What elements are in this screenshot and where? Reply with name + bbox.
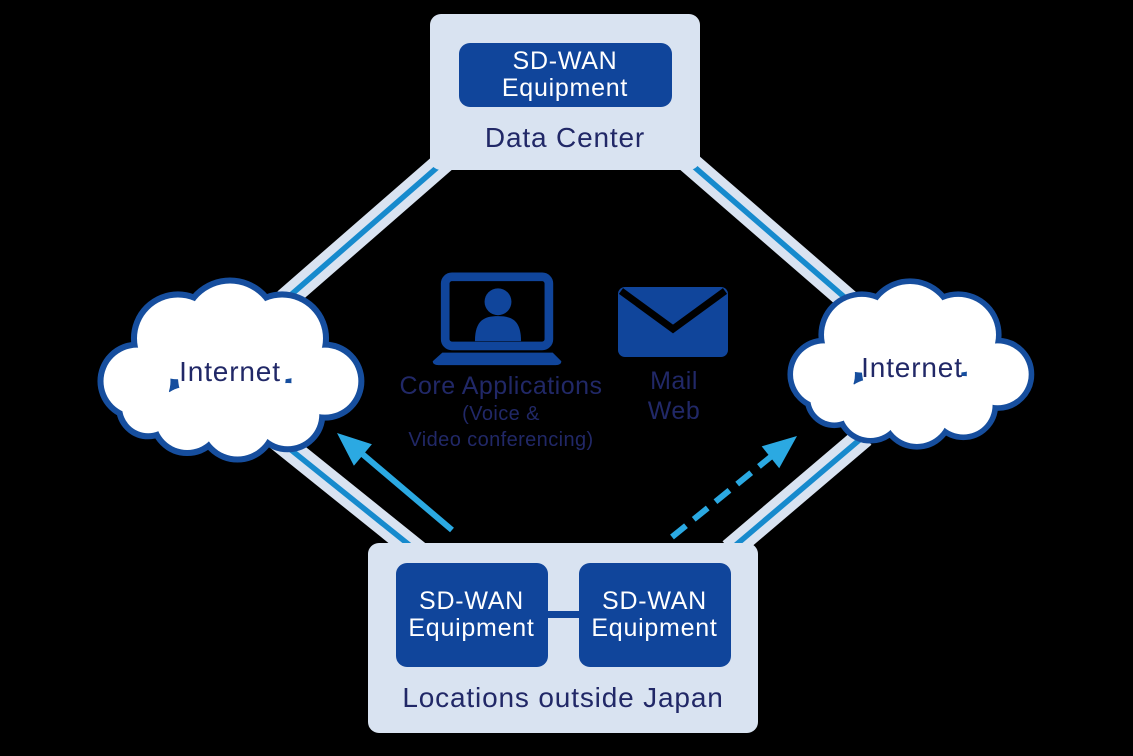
- core-applications-caption: Core Applications (Voice & Video confere…: [355, 372, 647, 453]
- video-conference-icon: [432, 272, 562, 366]
- mail-label: Mail: [650, 367, 698, 395]
- web-label: Web: [647, 397, 701, 425]
- locations-panel: SD-WAN Equipment SD-WAN Equipment Locati…: [368, 543, 758, 733]
- locations-label: Locations outside Japan: [402, 682, 724, 713]
- band-datacenter-internet-right: [676, 149, 858, 311]
- core-applications-subtitle-1: (Voice &: [462, 403, 540, 425]
- sdwan-label-line2: Equipment: [408, 614, 535, 642]
- solid-arrow-to-internet-left: [337, 433, 454, 533]
- core-applications-subtitle-2: Video conferencing): [408, 429, 594, 451]
- internet-left-label: Internet: [179, 356, 281, 387]
- sdwan-equipment-left: SD-WAN Equipment: [395, 563, 548, 667]
- equipment-row: SD-WAN Equipment SD-WAN Equipment: [368, 563, 758, 667]
- sdwan-label-line2: Equipment: [501, 74, 629, 102]
- mail-icon: [618, 287, 728, 357]
- sdwan-label-line2: Equipment: [591, 614, 718, 642]
- band-datacenter-internet-left: [277, 149, 456, 309]
- internet-right-label: Internet: [861, 352, 963, 383]
- sdwan-label-line1: SD-WAN: [602, 587, 707, 615]
- data-center-label: Data Center: [484, 122, 646, 153]
- band-locations-internet-left: [267, 428, 426, 561]
- sdwan-label-line1: SD-WAN: [512, 47, 618, 75]
- sdwan-equipment-datacenter: SD-WAN Equipment: [458, 43, 672, 107]
- core-applications-title: Core Applications: [399, 372, 603, 400]
- sdwan-label-line1: SD-WAN: [419, 587, 524, 615]
- equipment-connector: [547, 611, 579, 618]
- band-locations-internet-right: [722, 427, 872, 559]
- mail-web-caption: Mail Web: [628, 366, 720, 426]
- data-center-panel: SD-WAN Equipment Data Center: [430, 14, 700, 170]
- dashed-arrow-to-internet-right: [670, 436, 797, 540]
- sdwan-equipment-right: SD-WAN Equipment: [578, 563, 731, 667]
